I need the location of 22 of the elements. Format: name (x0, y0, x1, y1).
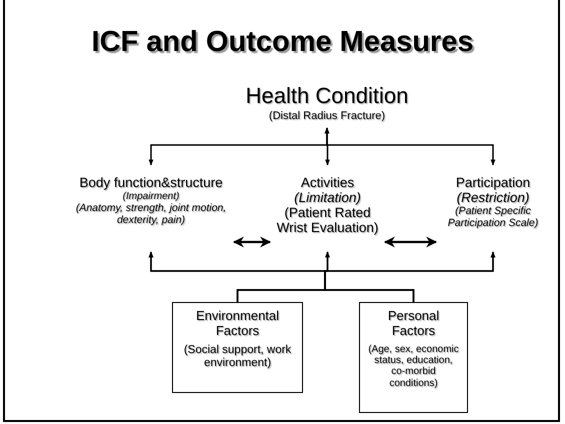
double-arrow (232, 236, 272, 248)
node-note: (Social support, work environment) (182, 344, 292, 370)
node-note: (Distal Radius Fracture) (268, 110, 386, 122)
title: ICF and Outcome Measures (90, 26, 474, 59)
node-heading: Body function&structure (79, 175, 223, 190)
connector-arrow (324, 251, 496, 302)
node-heading: Personal Factors (386, 309, 440, 338)
node-note: (Patient Rated Wrist Evaluation) (276, 205, 380, 236)
node-heading: Participation (456, 175, 530, 190)
node-heading: Activities (300, 175, 354, 190)
node-note: (Impairment) (122, 191, 180, 202)
node-note: (Restriction) (456, 190, 530, 206)
connector-arrow (324, 127, 496, 166)
factor-box (359, 302, 468, 413)
double-arrow (384, 236, 438, 248)
node-heading: Health Condition (246, 84, 408, 109)
node-note: (Age, sex, economic status, education, co-morbid conditions) (368, 344, 460, 389)
factor-box (172, 302, 303, 393)
node-note: (Limitation) (294, 190, 361, 206)
node-heading: Environmental Factors (194, 309, 280, 338)
node-note: (Anatomy, strength, joint motion, dexterity, pain) (74, 203, 228, 227)
node-note: (Patient Specific Participation Scale) (446, 206, 540, 230)
